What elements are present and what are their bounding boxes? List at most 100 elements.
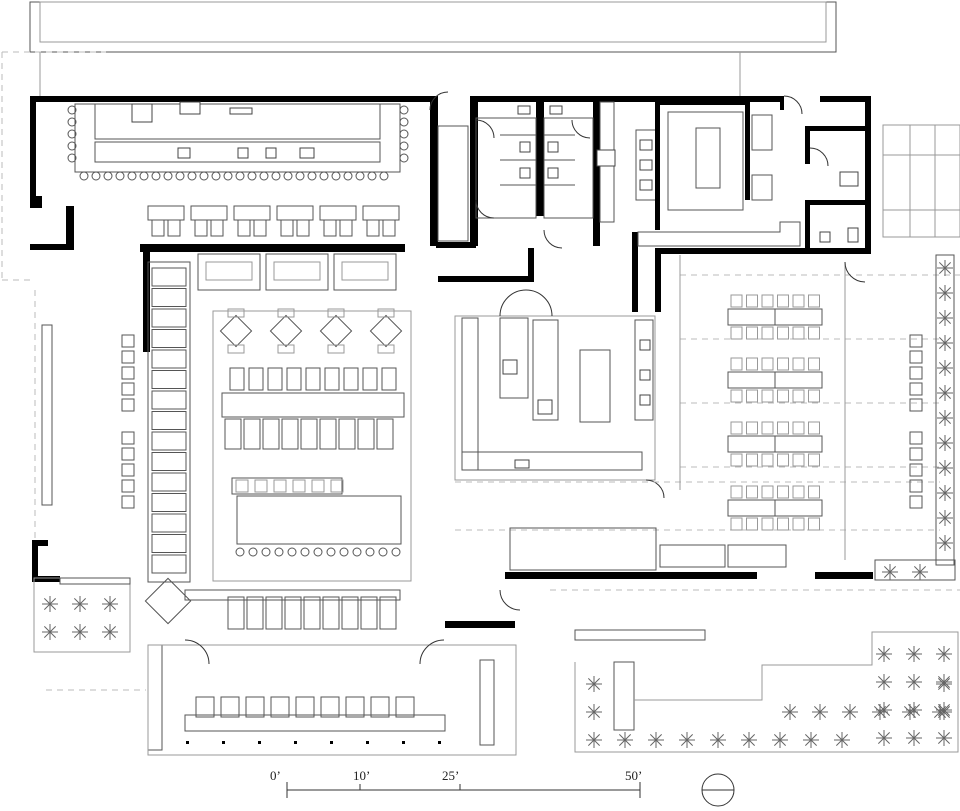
plant-leaf: [804, 733, 812, 741]
high-top-seat: [248, 367, 264, 391]
plant-leaf: [711, 739, 719, 747]
chair: [909, 447, 923, 461]
plant-leaf: [587, 705, 595, 713]
plant-leaf: [944, 292, 952, 300]
plant-leaf: [938, 417, 946, 425]
plant-leaf: [938, 317, 946, 325]
chair: [761, 294, 774, 308]
plant-leaf: [79, 597, 87, 605]
chair: [277, 308, 295, 318]
plant-leaf: [943, 711, 951, 719]
plant-leaf: [73, 625, 81, 633]
bar-stool: [355, 171, 365, 181]
chair: [746, 485, 758, 499]
bar-stool: [399, 141, 409, 151]
chair: [277, 344, 295, 354]
plant-leaf: [938, 411, 946, 419]
plant-leaf: [907, 681, 915, 689]
plant-icon: [906, 730, 922, 746]
plant-leaf: [883, 653, 891, 661]
plant-leaf: [883, 709, 891, 717]
plant-leaf: [618, 739, 626, 747]
booth-seat: [341, 596, 359, 630]
plant-icon: [42, 596, 58, 612]
plant-icon: [876, 730, 892, 746]
banquette-seat: [151, 493, 187, 512]
plant-leaf: [944, 267, 952, 275]
chair: [761, 357, 774, 371]
plant-leaf: [649, 739, 657, 747]
plant-leaf: [873, 705, 881, 713]
plant-leaf: [624, 739, 632, 747]
plant-icon: [42, 624, 58, 640]
chair: [761, 485, 774, 499]
plant-leaf: [943, 703, 951, 711]
chair: [792, 389, 805, 403]
island-stool: [326, 547, 336, 557]
bar-stool: [103, 171, 113, 181]
chair: [761, 389, 774, 403]
chair: [777, 421, 789, 435]
bar-stool: [343, 171, 353, 181]
plant-leaf: [849, 711, 857, 719]
plant-icon: [812, 704, 828, 720]
chair: [792, 517, 805, 531]
exterior-walls: [30, 96, 873, 628]
plant-icon: [937, 510, 953, 526]
chair: [377, 308, 395, 318]
plant-leaf: [79, 631, 87, 639]
bar-stool: [331, 171, 341, 181]
plant-icon: [617, 732, 633, 748]
scale-bar: 0’ 10’ 25’ 50’: [270, 768, 642, 798]
island-stool: [339, 547, 349, 557]
bar-stool: [211, 171, 221, 181]
plant-leaf: [937, 705, 945, 713]
chair: [761, 453, 774, 467]
bollard: [258, 741, 261, 744]
plant-leaf: [109, 597, 117, 605]
chair: [808, 485, 820, 499]
plant-icon: [842, 704, 858, 720]
banquette-seat: [151, 431, 187, 451]
bar-stool: [187, 171, 197, 181]
plant-icon: [648, 732, 664, 748]
bar-stool: [67, 129, 77, 139]
plant-leaf: [889, 565, 897, 573]
booth-seat: [265, 596, 283, 630]
plant-leaf: [944, 436, 952, 444]
chair: [327, 308, 345, 318]
bar-stool: [259, 171, 269, 181]
patio-seat: [320, 696, 340, 718]
booth-seat: [224, 418, 242, 450]
plant-leaf: [943, 677, 951, 685]
booth-seat: [284, 596, 302, 630]
island-stool: [261, 547, 271, 557]
chair: [227, 344, 245, 354]
plant-icon: [937, 435, 953, 451]
chair: [121, 382, 135, 396]
patio-seat: [195, 696, 215, 718]
booth-table: [319, 205, 357, 221]
plant-leaf: [907, 653, 915, 661]
plant-leaf: [849, 705, 857, 713]
chair: [746, 517, 758, 531]
chair: [730, 421, 743, 435]
plant-icon: [936, 676, 952, 692]
booth-seat: [253, 219, 267, 237]
plant-leaf: [686, 733, 694, 741]
chair: [730, 517, 743, 531]
plant-icon: [937, 485, 953, 501]
plant-icon: [937, 460, 953, 476]
plant-leaf: [109, 603, 117, 611]
plant-leaf: [938, 517, 946, 525]
chair: [746, 453, 758, 467]
plant-leaf: [43, 603, 51, 611]
chair: [777, 389, 789, 403]
plant-leaf: [841, 739, 849, 747]
chair: [792, 421, 805, 435]
plant-leaf: [944, 542, 952, 550]
bar-stool: [235, 171, 245, 181]
plant-leaf: [937, 731, 945, 739]
booth-table: [362, 205, 400, 221]
entry-area: [147, 589, 521, 756]
